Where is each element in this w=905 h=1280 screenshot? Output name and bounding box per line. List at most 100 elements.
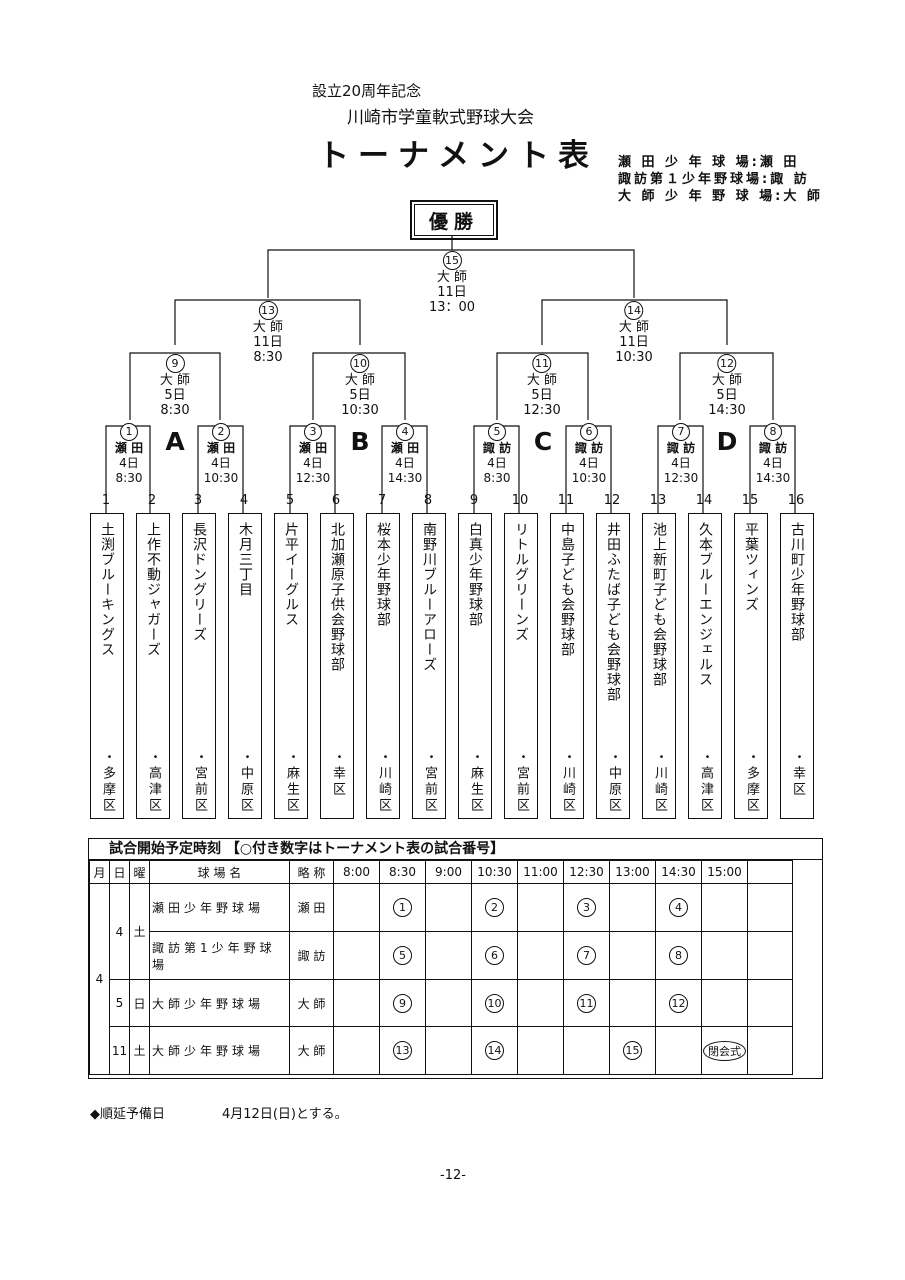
team-box: 白真少年野球部・麻生区 (458, 513, 492, 819)
team-district: ・高津区 (698, 750, 713, 814)
match-time: 10:30 (341, 403, 379, 418)
time-slot (425, 883, 472, 932)
match-number: 9 (165, 354, 185, 373)
match-time: 13：00 (428, 300, 476, 315)
match-number: 6 (580, 423, 598, 441)
weekday-cell: 土 (129, 883, 150, 980)
match-date: 4日 (579, 456, 599, 470)
quarter-match-12: 12 大 師 5日 14:30 (708, 354, 746, 418)
team-district: ・幸区 (790, 750, 805, 798)
col-day: 日 (109, 860, 130, 884)
team-number: 2 (147, 493, 157, 508)
venue-legend-daishi: 大 師 少 年 野 球 場:大 師 (618, 189, 823, 204)
team-name: 上作不動ジャガーズ (145, 522, 161, 657)
col-time: 8:30 (379, 860, 426, 884)
time-slot: 13 (379, 1026, 426, 1075)
team-name: 木月三丁目 (237, 522, 253, 597)
match-time: 12:30 (523, 403, 561, 418)
team-district: ・多摩区 (744, 750, 759, 814)
match-number: 14 (624, 301, 644, 320)
time-slot (333, 883, 380, 932)
team-name: 桜本少年野球部 (375, 522, 391, 627)
venue-cell: 諏訪第1少年野球場 (149, 931, 290, 980)
block-label-b: B (350, 427, 370, 456)
match-number: 4 (396, 423, 414, 441)
first-match-3: 3 瀬 田 4日 12:30 (294, 423, 332, 486)
team-name: 池上新町子ども会野球部 (651, 522, 667, 687)
abbr-cell: 瀬 田 (289, 883, 334, 932)
match-number: 10 (350, 354, 370, 373)
col-abbr: 略 称 (289, 860, 334, 884)
page-number: -12- (440, 1168, 466, 1183)
abbr-cell: 大 師 (289, 1026, 334, 1075)
match-date: 5日 (716, 388, 738, 403)
team-box: 南野川ブルーアローズ・宮前区 (412, 513, 446, 819)
abbr-cell: 大 師 (289, 979, 334, 1027)
team-number: 7 (377, 493, 387, 508)
match-date: 5日 (349, 388, 371, 403)
team-number: 10 (511, 493, 529, 508)
match-time: 8:30 (483, 471, 511, 485)
time-slot (701, 883, 748, 932)
venue-legend-suwa: 諏訪第１少年野球場:諏 訪 (618, 172, 810, 187)
match-time: 12:30 (663, 471, 699, 485)
match-number: 1 (120, 423, 138, 441)
schedule-table: 月 日 曜 球 場 名 略 称 8:00 8:30 9:00 10:30 11:… (89, 860, 793, 1075)
time-slot (517, 883, 564, 932)
match-date: 11日 (619, 335, 649, 350)
time-slot (333, 979, 380, 1027)
col-weekday: 曜 (129, 860, 150, 884)
time-slot (563, 1026, 610, 1075)
subtitle: 設立20周年記念 (312, 82, 422, 100)
team-name: リトルグリーンズ (513, 522, 529, 642)
match-number: 5 (488, 423, 506, 441)
first-match-1: 1 瀬 田 4日 8:30 (110, 423, 148, 486)
match-time: 10:30 (203, 471, 239, 485)
team-number: 9 (469, 493, 479, 508)
team-name: 白真少年野球部 (467, 522, 483, 627)
team-name: 片平イーグルス (283, 522, 299, 627)
time-slot (747, 1026, 793, 1075)
match-venue: 大 師 (711, 373, 743, 388)
time-slot (333, 1026, 380, 1075)
team-box: 長沢ドングリーズ・宮前区 (182, 513, 216, 819)
col-time: 9:00 (425, 860, 472, 884)
game-number: 3 (577, 898, 596, 917)
team-district: ・麻生区 (284, 750, 299, 814)
match-time: 10:30 (615, 350, 653, 365)
time-slot (747, 883, 793, 932)
schedule-section: 試合開始予定時刻 【○付き数字はトーナメント表の試合番号】 月 日 曜 球 場 … (88, 838, 823, 1079)
team-box: 池上新町子ども会野球部・川崎区 (642, 513, 676, 819)
weekday-cell: 日 (129, 979, 150, 1027)
col-time: 15:00 (701, 860, 748, 884)
time-slot: 8 (655, 931, 702, 980)
team-name: 北加瀬原子供会野球部 (329, 522, 345, 672)
match-time: 14:30 (755, 471, 791, 485)
team-district: ・宮前区 (422, 750, 437, 814)
match-venue: 大 師 (436, 270, 468, 285)
team-number: 15 (741, 493, 759, 508)
time-slot (425, 1026, 472, 1075)
team-number: 16 (787, 493, 805, 508)
team-box: リトルグリーンズ・宮前区 (504, 513, 538, 819)
page-title: トーナメント表 (318, 138, 598, 174)
team-name: 古川町少年野球部 (789, 522, 805, 642)
match-date: 4日 (211, 456, 231, 470)
match-venue: 諏 訪 (666, 441, 696, 455)
match-date: 4日 (119, 456, 139, 470)
match-date: 4日 (671, 456, 691, 470)
time-slot (609, 979, 656, 1027)
team-district: ・多摩区 (100, 750, 115, 814)
team-name: 井田ふたば子ども会野球部 (605, 522, 621, 702)
team-number: 13 (649, 493, 667, 508)
team-box: 久本ブルーエンジェルス・高津区 (688, 513, 722, 819)
match-venue: 大 師 (252, 320, 284, 335)
time-slot: 9 (379, 979, 426, 1027)
team-box: 古川町少年野球部・幸区 (780, 513, 814, 819)
time-slot (609, 883, 656, 932)
schedule-row: 諏訪第1少年野球場 諏 訪 5 6 7 8 (90, 931, 793, 980)
semi-match-13: 13 大 師 11日 8:30 (253, 301, 283, 365)
time-slot: 15 (609, 1026, 656, 1075)
quarter-match-11: 11 大 師 5日 12:30 (523, 354, 561, 418)
team-district: ・中原区 (238, 750, 253, 814)
